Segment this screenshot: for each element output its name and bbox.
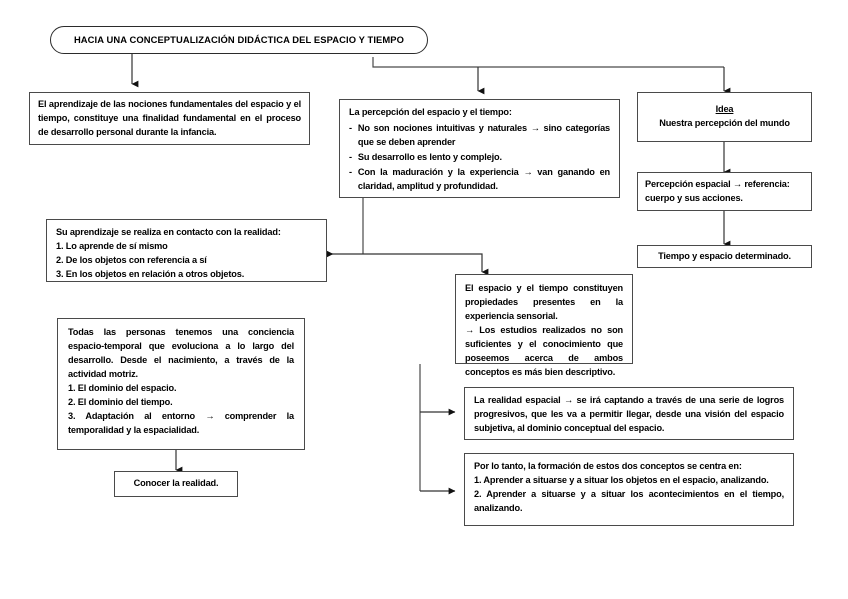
node-su-aprendizaje-heading: Su aprendizaje se realiza en contacto co… [56,227,281,237]
node-conocer-realidad-text: Conocer la realidad. [133,478,219,488]
connector-split-bar [372,57,724,68]
bullet-mark-icon: - [349,151,352,162]
node-espacio-tiempo-line2: → Los estudios realizados no son suficie… [465,324,623,377]
diagram-title-oval: HACIA UNA CONCEPTUALIZACIÓN DIDÁCTICA DE… [50,26,428,54]
node-percepcion-bullet: - Su desarrollo es lento y complejo. [349,151,610,165]
node-conocer-realidad: Conocer la realidad. [114,471,238,497]
node-tiempo-espacio: Tiempo y espacio determinado. [637,245,812,268]
node-por-lo-tanto: Por lo tanto, la formación de estos dos … [464,453,794,526]
node-su-aprendizaje: Su aprendizaje se realiza en contacto co… [46,219,327,282]
node-espacio-tiempo-propiedades: El espacio y el tiempo constituyen propi… [455,274,633,377]
node-su-aprendizaje-item: 1. Lo aprende de sí mismo [56,240,168,251]
node-percepcion-bullet-text: No son nociones intuitivas y naturales →… [357,122,610,147]
node-percepcion-bullet-text: Con la maduración y la experiencia → van… [357,166,610,191]
node-su-aprendizaje-item: 2. De los objetos con referencia a sí [56,254,207,265]
node-percepcion-bullet: - No son nociones intuitivas y naturales… [349,122,610,150]
node-tiempo-espacio-text: Tiempo y espacio determinado. [658,250,791,261]
node-conciencia-item: 3. Adaptación al entorno → comprender la… [68,410,294,435]
node-percepcion-espacial-line1: Percepción espacial → referencia: [645,179,790,189]
page-title: HACIA UNA CONCEPTUALIZACIÓN DIDÁCTICA DE… [73,33,405,45]
node-percepcion: La percepción del espacio y el tiempo: -… [339,99,620,198]
node-aprendizaje: El aprendizaje de las nociones fundament… [29,92,310,145]
node-percepcion-espacial: Percepción espacial → referencia: cuerpo… [637,172,812,211]
bullet-mark-icon: - [349,122,352,133]
node-espacio-tiempo-line1: El espacio y el tiempo constituyen propi… [465,283,623,321]
node-por-lo-tanto-item: 1. Aprender a situarse y a situar los ob… [474,474,769,485]
node-percepcion-espacial-line2: cuerpo y sus acciones. [645,192,743,203]
bullet-mark-icon: - [349,166,352,177]
node-su-aprendizaje-item: 3. En los objetos en relación a otros ob… [56,268,245,279]
node-conciencia-item: 2. El dominio del tiempo. [68,396,173,407]
node-idea: Idea Nuestra percepción del mundo [637,92,812,142]
node-realidad-espacial: La realidad espacial → se irá captando a… [464,387,794,440]
node-idea-label: Idea [715,104,734,115]
node-percepcion-bullet: - Con la maduración y la experiencia → v… [349,166,610,194]
node-idea-text: Nuestra percepción del mundo [659,118,790,128]
node-por-lo-tanto-heading: Por lo tanto, la formación de estos dos … [474,461,742,471]
node-conciencia-paragraph: Todas las personas tenemos una concienci… [68,327,294,379]
node-percepcion-heading: La percepción del espacio y el tiempo: [349,107,512,117]
connector-to-espacio-tiempo-prop [363,253,489,276]
node-realidad-espacial-text: La realidad espacial → se irá captando a… [474,395,784,433]
node-aprendizaje-text: El aprendizaje de las nociones fundament… [38,99,301,137]
node-conciencia-item: 1. El dominio del espacio. [68,382,177,393]
node-por-lo-tanto-item: 2. Aprender a situarse y a situar los ac… [474,488,784,513]
node-percepcion-bullet-text: Su desarrollo es lento y complejo. [357,151,502,162]
node-conciencia: Todas las personas tenemos una concienci… [57,318,305,450]
